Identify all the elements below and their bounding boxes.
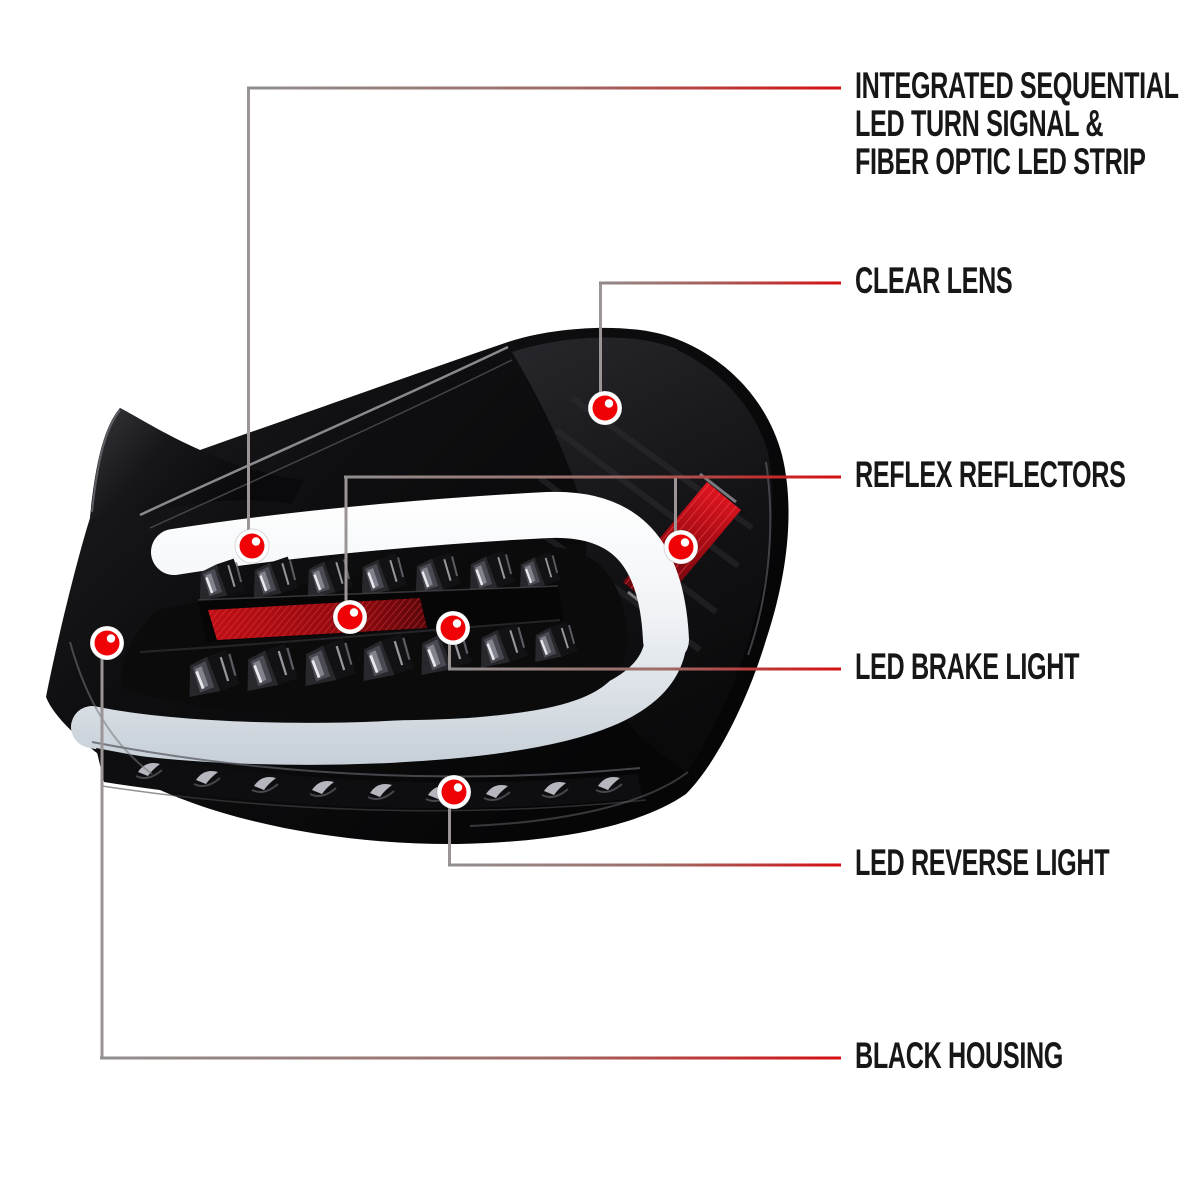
leader-black-housing-vertical xyxy=(100,643,104,1059)
callout-text-line: CLEAR LENS xyxy=(855,260,1013,301)
marker-clear-lens xyxy=(587,390,623,426)
marker-led-brake-light xyxy=(435,610,471,646)
reverse-led-strip xyxy=(91,741,647,812)
callout-label-black-housing: BLACK HOUSING xyxy=(855,1037,1063,1075)
callout-text-line: LED REVERSE LIGHT xyxy=(855,842,1110,883)
marker-turn-signal-strip xyxy=(234,528,270,564)
leader-black-housing-horizontal xyxy=(100,1056,841,1060)
callout-text-line: REFLEX REFLECTORS xyxy=(855,454,1126,495)
callout-text-line: LED TURN SIGNAL & xyxy=(855,103,1104,144)
leader-reflex-vertical-left xyxy=(344,477,348,617)
callout-text-line: LED BRAKE LIGHT xyxy=(855,646,1080,687)
callout-label-turn-signal-strip: INTEGRATED SEQUENTIAL LED TURN SIGNAL & … xyxy=(855,67,1179,181)
callout-label-clear-lens: CLEAR LENS xyxy=(855,260,1013,301)
leader-reflex-horizontal xyxy=(344,475,841,479)
callout-label-led-brake-light: LED BRAKE LIGHT xyxy=(855,648,1079,686)
callout-label-reflex-reflectors: REFLEX REFLECTORS xyxy=(855,456,1126,494)
callout-text-line: FIBER OPTIC LED STRIP xyxy=(855,141,1146,182)
leader-brake-horizontal xyxy=(448,667,841,671)
leader-clear-lens-horizontal xyxy=(599,281,841,285)
tail-light-photo xyxy=(46,327,789,845)
callout-label-led-reverse-light: LED REVERSE LIGHT xyxy=(855,842,1110,883)
marker-reflex-reflector-center xyxy=(332,599,368,635)
leader-reverse-vertical xyxy=(448,793,451,866)
callout-leader-lines xyxy=(100,86,841,1060)
callout-text-line: BLACK HOUSING xyxy=(855,1035,1064,1076)
callout-text-line: INTEGRATED SEQUENTIAL xyxy=(855,65,1179,106)
leader-clear-lens-vertical xyxy=(599,283,602,408)
leader-brake-vertical xyxy=(448,628,451,670)
marker-reflex-reflector-corner xyxy=(663,529,699,565)
fiber-optic-led-bar xyxy=(71,491,689,765)
leader-reverse-horizontal xyxy=(448,863,841,867)
center-reflex-reflector xyxy=(139,585,564,653)
leader-turn-signal-horizontal xyxy=(247,86,841,90)
mounting-fin xyxy=(90,408,304,521)
marker-black-housing xyxy=(89,625,125,661)
leader-reflex-vertical-right xyxy=(674,477,677,547)
leader-turn-signal-vertical xyxy=(247,88,250,546)
marker-led-reverse-light xyxy=(436,774,472,810)
